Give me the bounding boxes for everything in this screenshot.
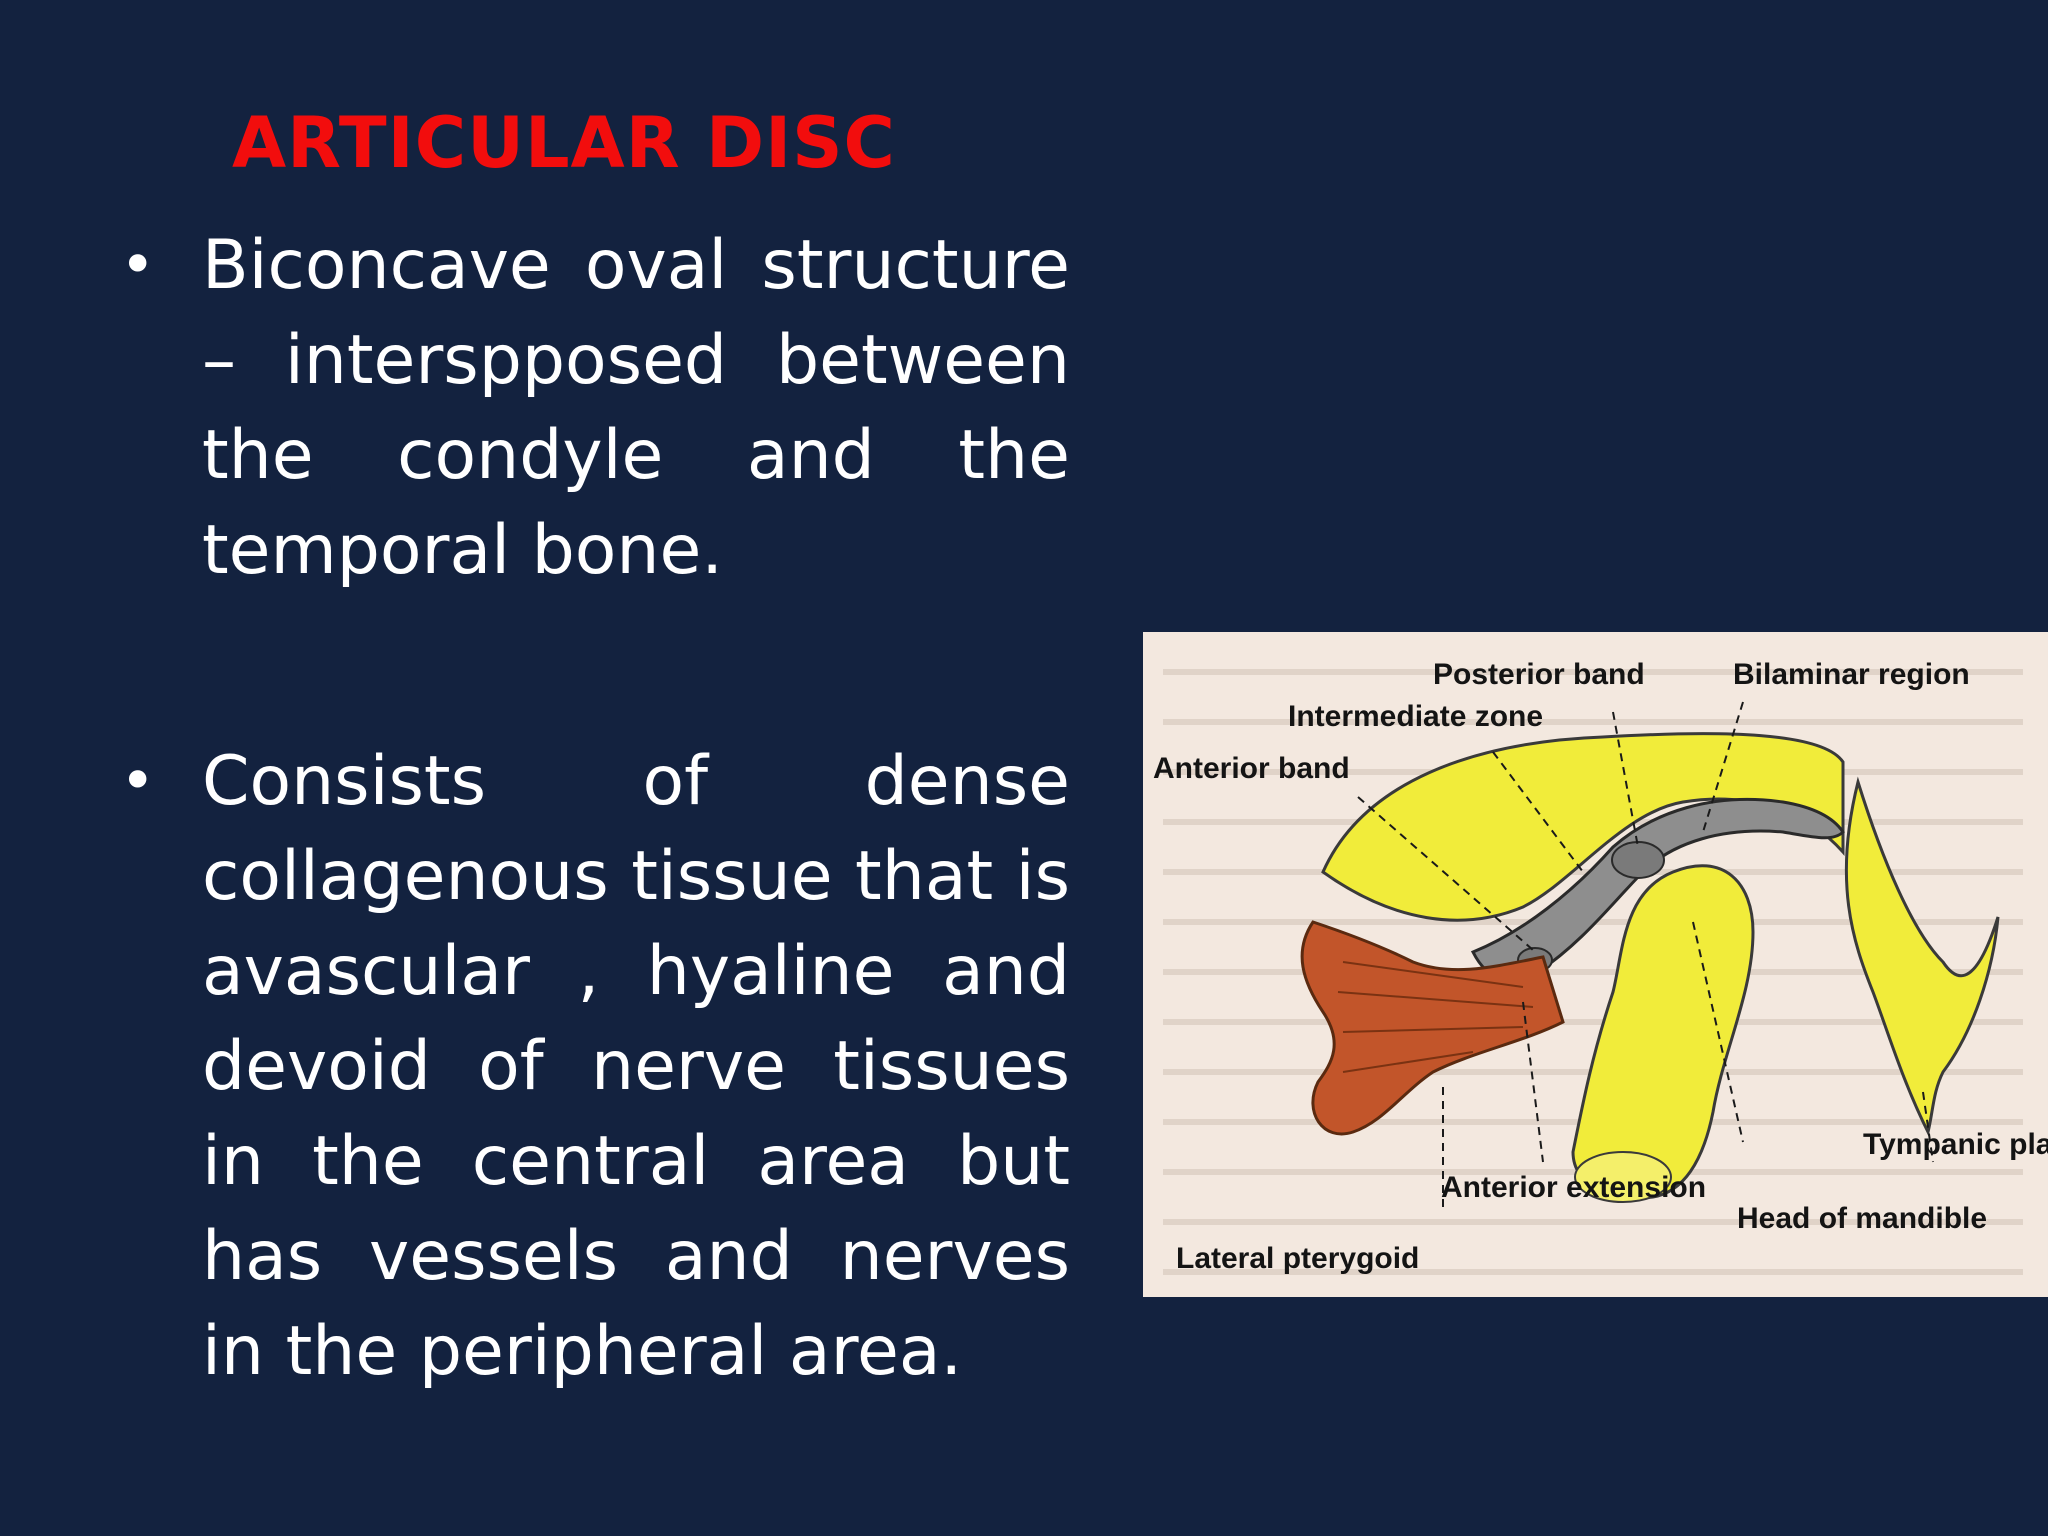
label-intermediate-zone: Intermediate zone bbox=[1288, 700, 1543, 733]
bullet-item: • Consists of dense collagenous tissue t… bbox=[120, 734, 1070, 1399]
leader-lines bbox=[1357, 701, 1934, 1207]
tympanic-plate-shape bbox=[1844, 776, 2000, 1137]
label-anterior-band: Anterior band bbox=[1153, 752, 1350, 785]
tmj-diagram-image: Posterior band Bilaminar region Intermed… bbox=[1143, 632, 2048, 1297]
bullet-item: • Biconcave oval structure – intersppose… bbox=[120, 218, 1070, 598]
label-bilaminar-region: Bilaminar region bbox=[1733, 658, 1970, 691]
mandible-condyle-shape bbox=[1571, 864, 1755, 1200]
muscle-fibers bbox=[1337, 961, 1534, 1073]
slide-title: ARTICULAR DISC bbox=[232, 102, 896, 184]
label-tympanic-plate: Tympanic pla bbox=[1863, 1128, 2048, 1161]
bullet-icon: • bbox=[120, 230, 156, 300]
bullet-list: • Consists of dense collagenous tissue t… bbox=[120, 734, 1070, 1399]
condyle-cut-surface bbox=[1574, 1151, 1672, 1203]
label-head-of-mandible: Head of mandible bbox=[1737, 1202, 1987, 1235]
label-anterior-extension: Anterior extension bbox=[1441, 1171, 1706, 1204]
bullet-text: Consists of dense collagenous tissue tha… bbox=[202, 742, 1070, 1391]
label-lateral-pterygoid: Lateral pterygoid bbox=[1176, 1242, 1419, 1275]
posterior-band-shape bbox=[1611, 841, 1665, 879]
bullet-list: • Biconcave oval structure – intersppose… bbox=[120, 218, 1070, 598]
label-posterior-band: Posterior band bbox=[1433, 658, 1645, 691]
articular-disc-shape bbox=[1470, 798, 1845, 982]
tmj-diagram: Posterior band Bilaminar region Intermed… bbox=[1153, 658, 2048, 1275]
lateral-pterygoid-shape bbox=[1300, 920, 1565, 1136]
bullet-text: Biconcave oval structure – interspposed … bbox=[202, 226, 1070, 590]
bullet-icon: • bbox=[120, 746, 156, 816]
